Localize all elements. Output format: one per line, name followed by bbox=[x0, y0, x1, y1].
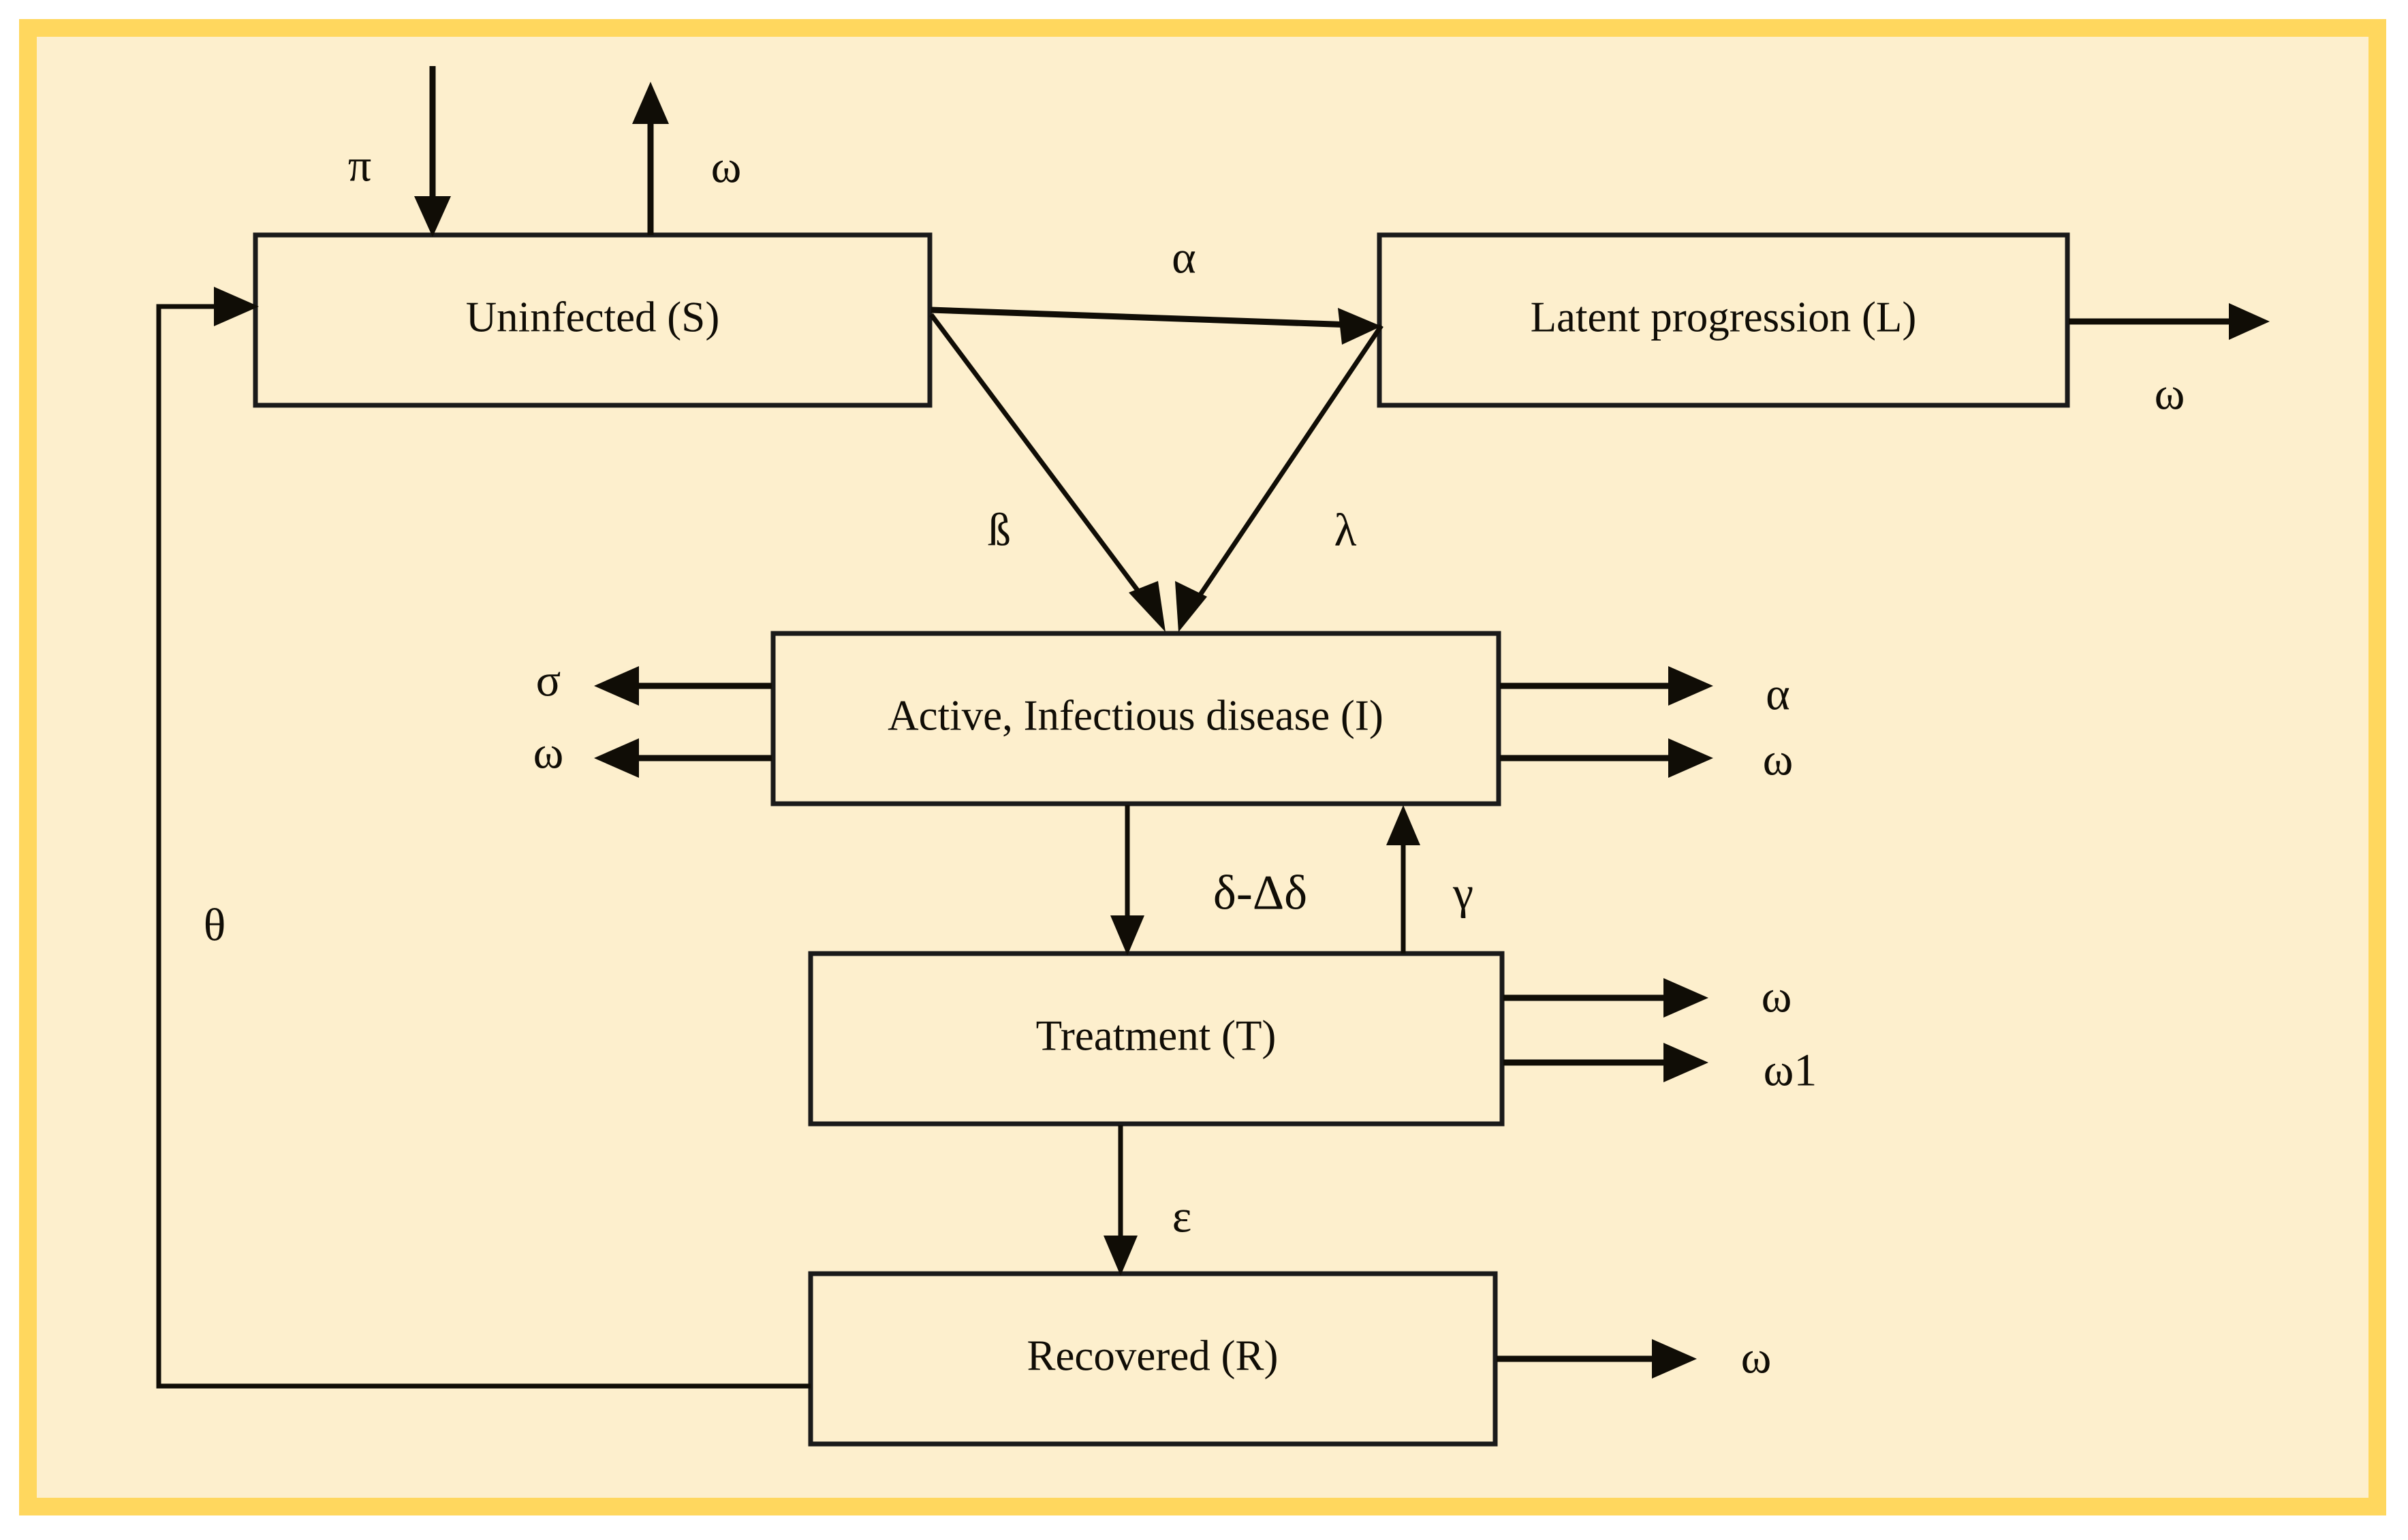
figure-frame bbox=[19, 19, 2386, 1515]
